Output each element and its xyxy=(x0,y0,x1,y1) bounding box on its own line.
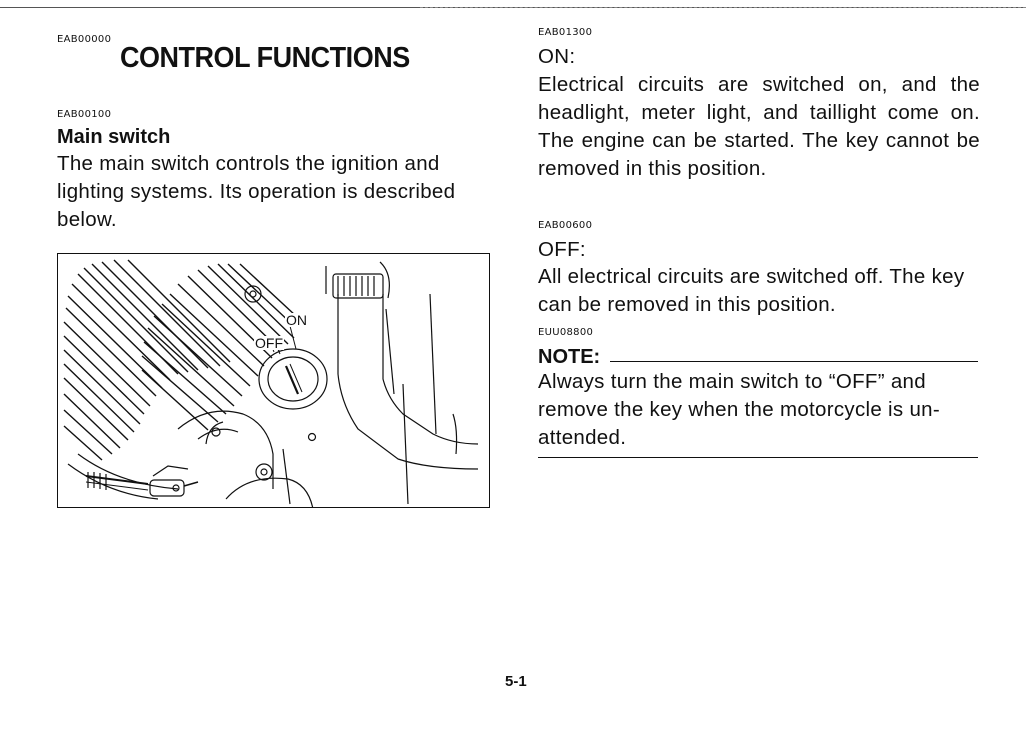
note-header: NOTE: xyxy=(538,346,978,370)
note-bottom-rule xyxy=(538,457,978,458)
note-heading: NOTE: xyxy=(538,346,603,368)
main-switch-code: EAB00100 xyxy=(57,109,112,120)
top-rule-dashed xyxy=(420,7,1026,8)
off-code: EAB00600 xyxy=(538,220,593,231)
section-code: EAB00000 xyxy=(57,34,112,45)
on-body: Electrical circuits are switched on, and… xyxy=(538,73,980,180)
page-number: 5-1 xyxy=(505,673,527,690)
engine-fins xyxy=(63,259,297,461)
note-top-rule xyxy=(610,361,978,362)
off-heading: OFF: xyxy=(538,238,586,261)
off-body: All electrical circuits are switched off… xyxy=(538,265,965,316)
page-title: CONTROL FUNCTIONS xyxy=(120,42,410,74)
figure-label-on: ON xyxy=(285,312,308,328)
main-switch-illustration: ON OFF xyxy=(57,253,490,508)
figure-label-off: OFF xyxy=(254,335,284,351)
note-code: EUU08800 xyxy=(538,327,594,338)
on-code: EAB01300 xyxy=(538,27,593,38)
motorcycle-switch-drawing xyxy=(63,259,479,507)
main-switch-body: The main switch controls the ignition an… xyxy=(57,152,456,231)
note-body: Always turn the main switch to “OFF” and… xyxy=(538,370,940,449)
main-switch-heading: Main switch xyxy=(57,126,171,148)
on-heading: ON: xyxy=(538,45,576,68)
